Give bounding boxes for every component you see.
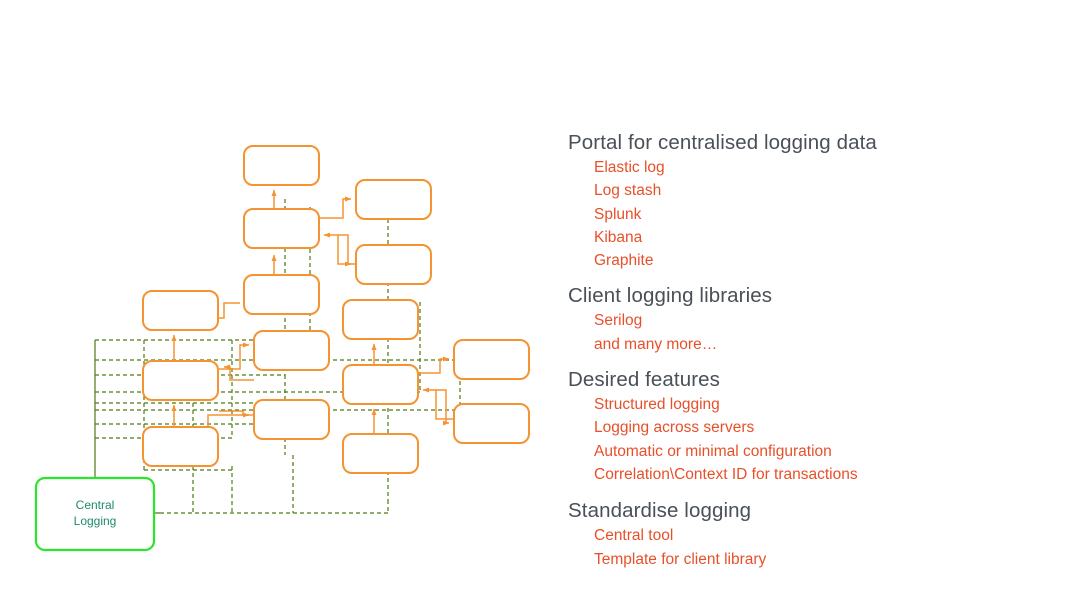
- section-client-libraries: Client logging libraries Serilog and man…: [568, 283, 1048, 356]
- service-node[interactable]: [142, 426, 219, 467]
- service-node[interactable]: [253, 399, 330, 440]
- service-node[interactable]: [243, 145, 320, 186]
- section-heading: Desired features: [568, 368, 721, 392]
- list-item: Central tool: [594, 527, 674, 545]
- section-standardise-logging: Standardise logging Central tool Templat…: [568, 498, 1048, 571]
- central-logging-node[interactable]: Central Logging: [34, 476, 156, 552]
- list-item: Correlation\Context ID for transactions: [594, 465, 858, 483]
- service-node[interactable]: [342, 433, 419, 474]
- service-node[interactable]: [342, 364, 419, 405]
- service-node[interactable]: [142, 360, 219, 401]
- list-item: Graphite: [594, 252, 654, 270]
- section-items: Serilog and many more…: [568, 309, 1048, 356]
- list-item: Serilog: [594, 312, 643, 330]
- section-portal: Portal for centralised logging data Elas…: [568, 130, 1048, 272]
- service-node[interactable]: [355, 244, 432, 285]
- section-items: Elastic log Log stash Splunk Kibana Grap…: [568, 156, 1048, 272]
- section-items: Central tool Template for client library: [568, 524, 1048, 571]
- service-connectors: [171, 189, 454, 442]
- central-logging-box[interactable]: [34, 476, 156, 552]
- service-node[interactable]: [142, 290, 219, 331]
- service-node[interactable]: [253, 330, 330, 371]
- service-node[interactable]: [243, 274, 320, 315]
- section-desired-features: Desired features Structured logging Logg…: [568, 367, 1048, 486]
- section-items: Structured logging Logging across server…: [568, 393, 1048, 486]
- list-item: Splunk: [594, 205, 642, 223]
- architecture-diagram: Central Logging: [34, 145, 530, 552]
- feature-list-panel: Portal for centralised logging data Elas…: [568, 130, 1048, 577]
- service-node[interactable]: [453, 403, 530, 444]
- service-nodes: [142, 145, 530, 474]
- central-logging-label-line1: Central: [76, 498, 115, 512]
- service-node[interactable]: [342, 299, 419, 340]
- service-node[interactable]: [453, 339, 530, 380]
- section-heading: Standardise logging: [568, 499, 752, 523]
- list-item: Automatic or minimal configuration: [594, 442, 832, 460]
- section-heading: Client logging libraries: [568, 284, 773, 308]
- list-item: Kibana: [594, 228, 643, 246]
- service-node[interactable]: [355, 179, 432, 220]
- central-logging-label-line2: Logging: [74, 514, 117, 528]
- list-item: Logging across servers: [594, 419, 755, 437]
- list-item: Elastic log: [594, 159, 665, 176]
- service-node[interactable]: [243, 208, 320, 249]
- list-item: Log stash: [594, 182, 662, 200]
- section-heading: Portal for centralised logging data: [568, 131, 877, 154]
- list-item: Structured logging: [594, 396, 720, 414]
- list-item: and many more…: [594, 335, 718, 353]
- list-item: Template for client library: [594, 550, 767, 568]
